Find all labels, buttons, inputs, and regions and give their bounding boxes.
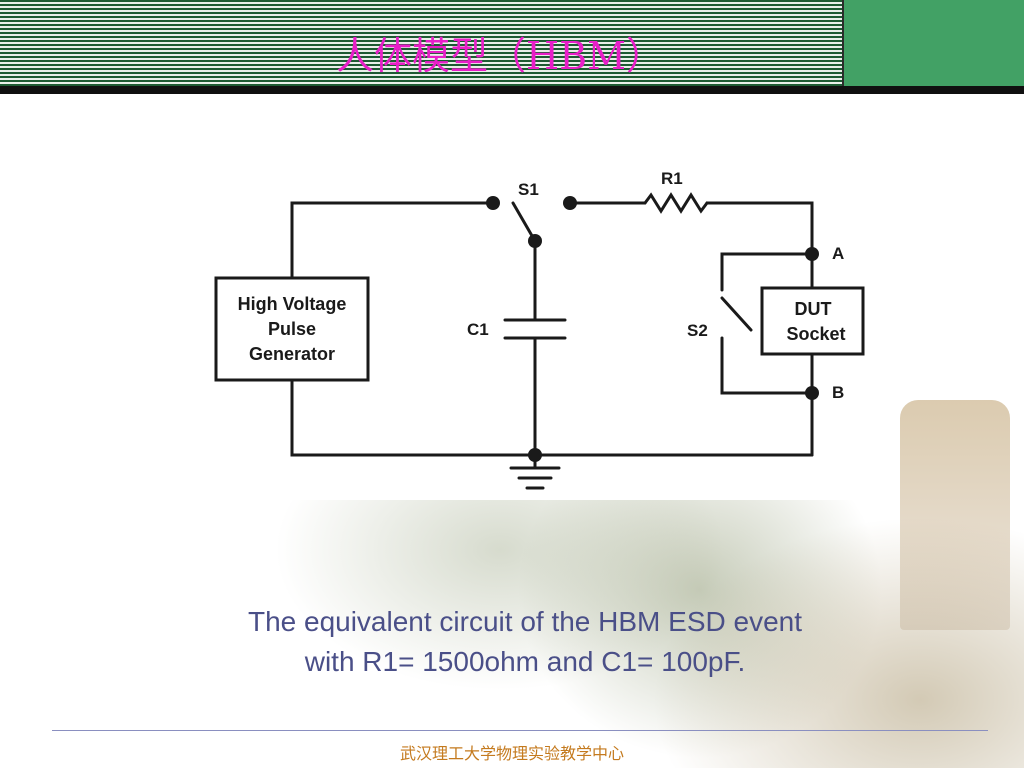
wire-generator-bottom [290, 378, 814, 457]
background-chair [900, 400, 1010, 630]
label-c1: C1 [467, 320, 489, 339]
switch-s1-blade [511, 201, 537, 243]
wire-s2-bottom [720, 336, 814, 395]
dut-label-line1: DUT [795, 299, 832, 319]
dut-socket-box [760, 286, 865, 356]
s1-pivot-node [528, 234, 542, 248]
label-s2: S2 [687, 321, 708, 340]
label-r1: R1 [661, 169, 683, 188]
dut-label-line2: Socket [786, 324, 845, 344]
header-divider [0, 86, 1024, 94]
generator-label-line3: Generator [249, 344, 335, 364]
switch-s2-blade [720, 296, 753, 332]
resistor-r1 [643, 192, 709, 214]
header-green-block [842, 0, 1024, 86]
hbm-circuit-diagram: High Voltage Pulse Generator DUT Socket … [214, 169, 865, 490]
node-a-dot [805, 247, 819, 261]
generator-label-line2: Pulse [268, 319, 316, 339]
wire-r1-to-node-a [705, 201, 814, 256]
s1-left-contact [486, 196, 500, 210]
generator-label-line1: High Voltage [238, 294, 347, 314]
footer-text: 武汉理工大学物理实验教学中心 [399, 744, 624, 763]
label-node-b: B [832, 383, 844, 402]
footer-divider [52, 730, 988, 731]
circuit-diagram-panel: High Voltage Pulse Generator DUT Socket … [175, 150, 886, 500]
wire-s2-top [720, 252, 814, 292]
label-node-a: A [832, 244, 844, 263]
label-s1: S1 [518, 180, 539, 199]
s1-right-contact [563, 196, 577, 210]
slide-title: 人体模型（HBM） [336, 34, 664, 78]
caption-line-2: with R1= 1500ohm and C1= 100pF. [304, 646, 746, 677]
header-stripes [0, 0, 842, 92]
ground-node-dot [528, 448, 542, 462]
wire-generator-top [290, 201, 495, 280]
caption-line-1: The equivalent circuit of the HBM ESD ev… [247, 606, 803, 637]
generator-box [214, 276, 370, 382]
node-b-dot [805, 386, 819, 400]
caption: The equivalent circuit of the HBM ESD ev… [150, 602, 900, 682]
